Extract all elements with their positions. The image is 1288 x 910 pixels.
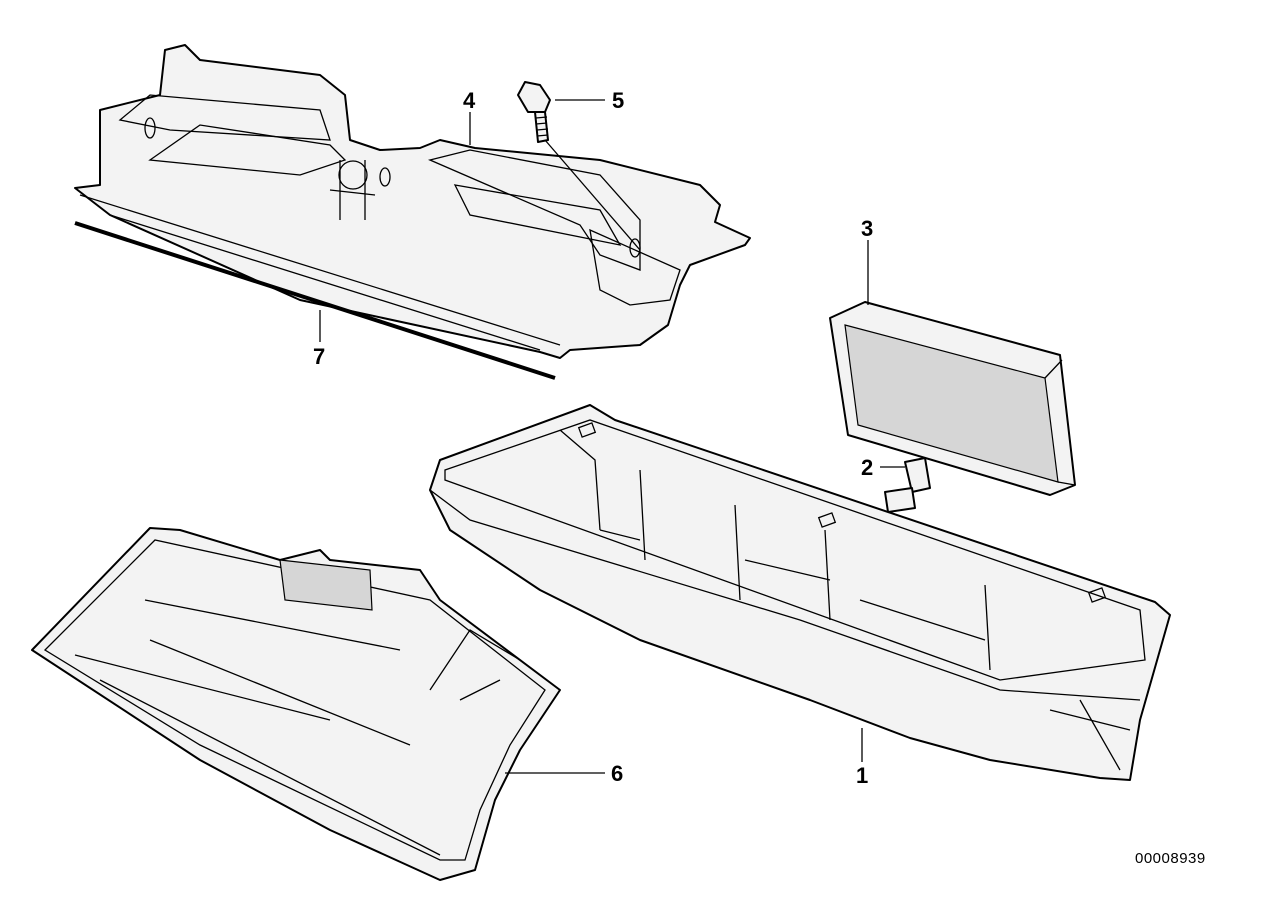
callout-1: 1 [856,763,869,788]
part-3-filter [829,301,1076,496]
part-5-screw [517,81,551,143]
callout-6: 6 [611,761,624,786]
callout-2: 2 [861,455,874,480]
callout-7: 7 [313,344,326,369]
part-7-seal-strip [74,221,556,380]
callout-5: 5 [612,88,625,113]
part-6-lower-panel [31,527,561,881]
callout-4: 4 [463,88,476,113]
document-id: 00008939 [1135,850,1206,867]
part-2-clip [884,457,931,513]
callout-3: 3 [861,216,874,241]
part-4-upper-cover [74,44,751,359]
part-1-tray-housing [429,404,1171,781]
